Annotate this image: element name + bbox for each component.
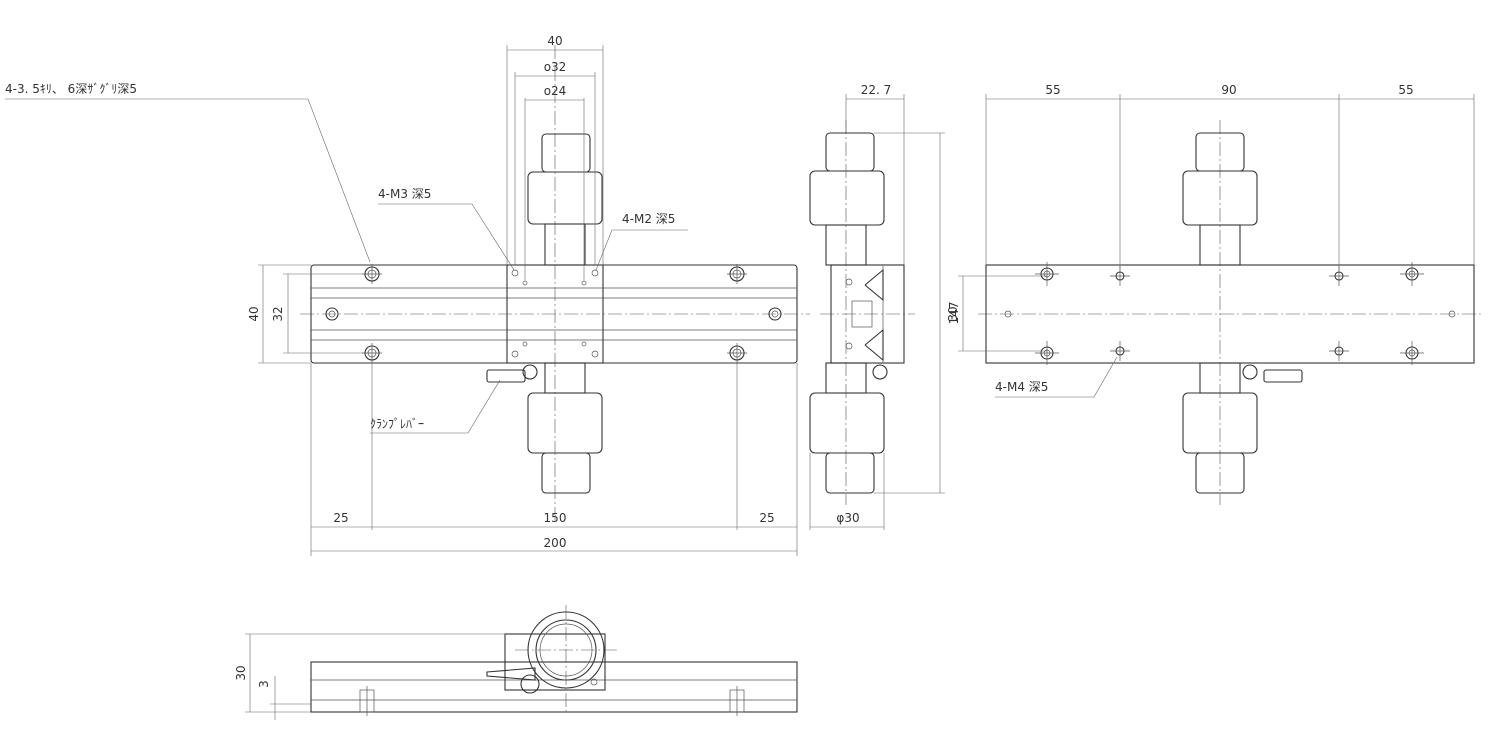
callout-m2: 4-M2 深5 — [622, 212, 675, 226]
front-view: 40 o32 o24 40 32 25 150 25 200 4-3. 5ｷﾘ、… — [5, 34, 810, 556]
counterbore-hole — [1400, 341, 1424, 365]
dim-side-147: 147 — [947, 302, 961, 325]
dim-right-55-right: 55 — [1398, 83, 1413, 97]
dim-side-phi30: φ30 — [836, 511, 859, 525]
dim-top-width: 40 — [547, 34, 562, 48]
dim-height-40: 40 — [247, 306, 261, 321]
dim-bottom-view-3: 3 — [257, 680, 271, 688]
callout-counterbore: 4-3. 5ｷﾘ、 6深ｻﾞｸﾞﾘ深5 — [5, 82, 137, 96]
dim-side-22-7: 22. 7 — [861, 83, 892, 97]
end-screw-left — [325, 307, 339, 321]
dim-overall-200: 200 — [544, 536, 567, 550]
dim-bottom-25-left: 25 — [333, 511, 348, 525]
callout-clamp-lever: ｸﾗﾝﾌﾟﾚﾊﾞｰ — [370, 417, 424, 431]
dim-height-32: 32 — [271, 306, 285, 321]
right-view: 55 90 55 30 4-M4 深5 — [946, 83, 1482, 505]
lower-knob — [527, 362, 603, 494]
counterbore-hole — [727, 343, 747, 363]
clamp-lever — [486, 364, 538, 383]
counterbore-hole — [1035, 262, 1059, 286]
counterbore-hole — [1400, 262, 1424, 286]
bottom-view: 30 3 — [234, 605, 798, 720]
counterbore-hole — [727, 264, 747, 284]
upper-knob — [527, 133, 603, 266]
counterbore-hole — [1035, 341, 1059, 365]
callout-m4: 4-M4 深5 — [995, 380, 1048, 394]
dim-bottom-25-right: 25 — [759, 511, 774, 525]
bottom-rail — [310, 661, 798, 713]
dim-right-55-left: 55 — [1045, 83, 1060, 97]
end-screw-right — [768, 307, 782, 321]
dim-bottom-view-30: 30 — [234, 665, 248, 680]
side-view: 22. 7 147 φ30 — [809, 83, 961, 530]
dim-top-o32: o32 — [544, 60, 567, 74]
dim-right-90: 90 — [1221, 83, 1236, 97]
dim-right-30: 30 — [946, 306, 960, 321]
m4-tapped-holes — [1110, 266, 1349, 361]
m3-tapped-holes — [511, 269, 599, 358]
callout-m3: 4-M3 深5 — [378, 187, 431, 201]
dim-bottom-150: 150 — [544, 511, 567, 525]
dim-top-o24: o24 — [544, 84, 567, 98]
